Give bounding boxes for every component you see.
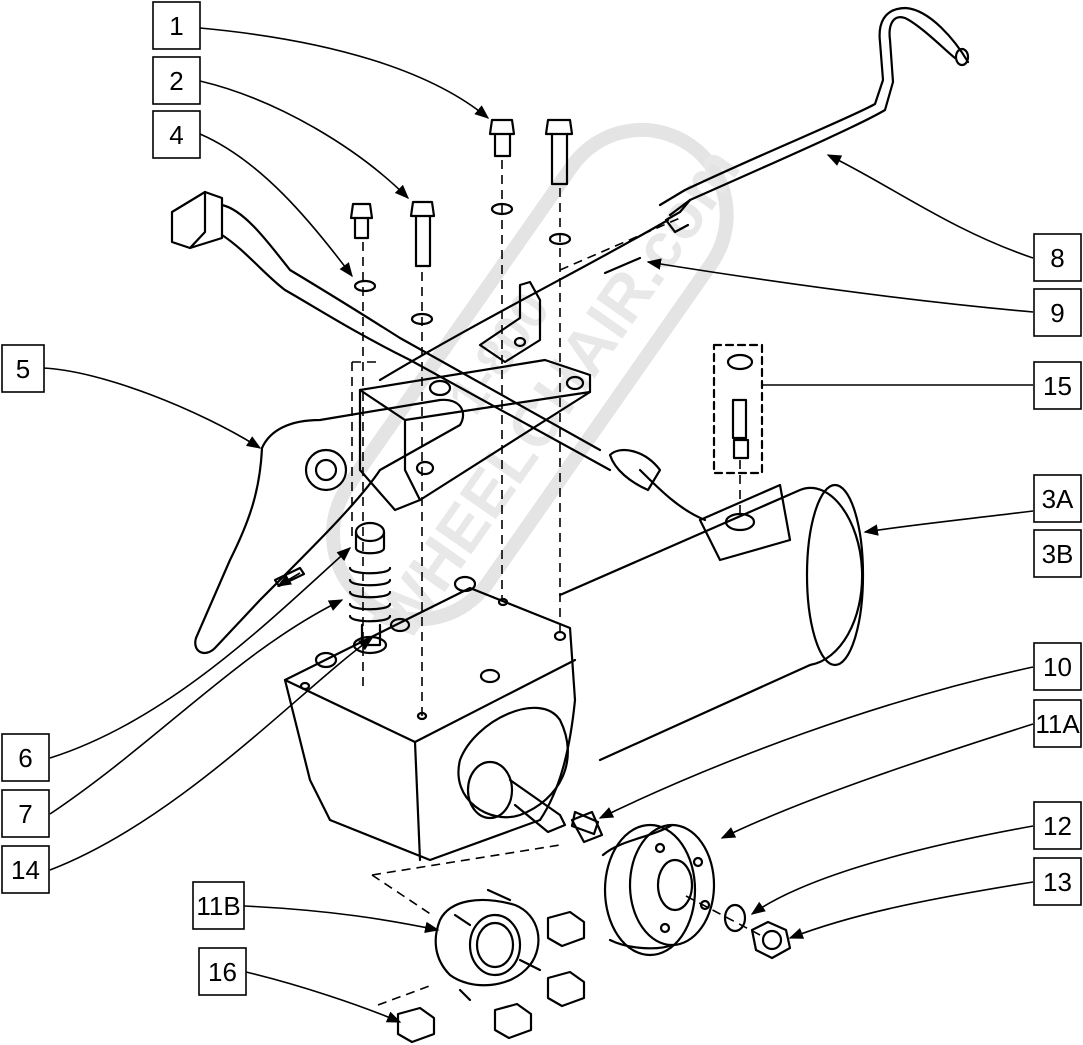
brush-set	[712, 343, 764, 475]
callout-12: 12	[1033, 801, 1082, 850]
motor-part	[558, 448, 865, 762]
pin-part	[603, 256, 642, 275]
callout-11a: 11A	[1033, 699, 1082, 748]
callout-6: 6	[1, 733, 50, 782]
callout-7-label: 7	[18, 799, 32, 829]
callout-4-label: 4	[169, 120, 183, 150]
callout-11b-label: 11B	[196, 891, 240, 921]
callout-6-label: 6	[18, 743, 32, 773]
washer-12	[723, 903, 747, 933]
callout-13: 13	[1033, 857, 1082, 906]
callout-3a-label: 3A	[1042, 484, 1074, 514]
callout-3b: 3B	[1033, 529, 1082, 578]
callout-5-label: 5	[16, 354, 30, 384]
key-part	[570, 810, 604, 844]
hub-11b	[434, 888, 542, 1002]
hub-11a	[601, 823, 716, 957]
callout-15-label: 15	[1043, 371, 1072, 401]
callout-12-label: 12	[1043, 811, 1072, 841]
callout-3a: 3A	[1033, 474, 1082, 523]
callout-1: 1	[152, 1, 201, 50]
mounting-bracket	[358, 280, 592, 512]
wire-harness	[170, 190, 612, 472]
callout-10-label: 10	[1043, 652, 1072, 682]
brake-lever	[194, 398, 465, 655]
callout-5: 5	[1, 344, 45, 393]
callout-9: 9	[1033, 288, 1082, 337]
callout-4: 4	[152, 110, 201, 159]
assembly-lines	[351, 160, 761, 1006]
watermark: 1-800 WHEELCHAIR.com	[325, 122, 754, 653]
leader-lines	[41, 27, 1034, 1023]
callout-2-label: 2	[169, 66, 183, 96]
nut-13	[750, 920, 792, 960]
spring-collar	[273, 521, 392, 655]
lug-nuts	[396, 910, 586, 1044]
callout-7: 7	[1, 789, 50, 838]
callout-11a-label: 11A	[1035, 709, 1080, 739]
callout-10: 10	[1033, 642, 1082, 691]
callout-3b-label: 3B	[1042, 539, 1074, 569]
callout-13-label: 13	[1043, 867, 1072, 897]
callout-2: 2	[152, 56, 201, 105]
callout-8-label: 8	[1050, 243, 1064, 273]
callout-8: 8	[1033, 233, 1082, 282]
callout-9-label: 9	[1050, 298, 1064, 328]
callout-11b: 11B	[192, 881, 245, 930]
callout-14: 14	[1, 845, 50, 894]
callout-15: 15	[1033, 361, 1082, 410]
bolts-washers	[349, 118, 574, 326]
callout-1-label: 1	[169, 11, 183, 41]
callout-16-label: 16	[208, 957, 237, 987]
callout-16: 16	[198, 947, 247, 996]
callout-14-label: 14	[11, 855, 40, 885]
gearbox-housing	[283, 575, 600, 862]
